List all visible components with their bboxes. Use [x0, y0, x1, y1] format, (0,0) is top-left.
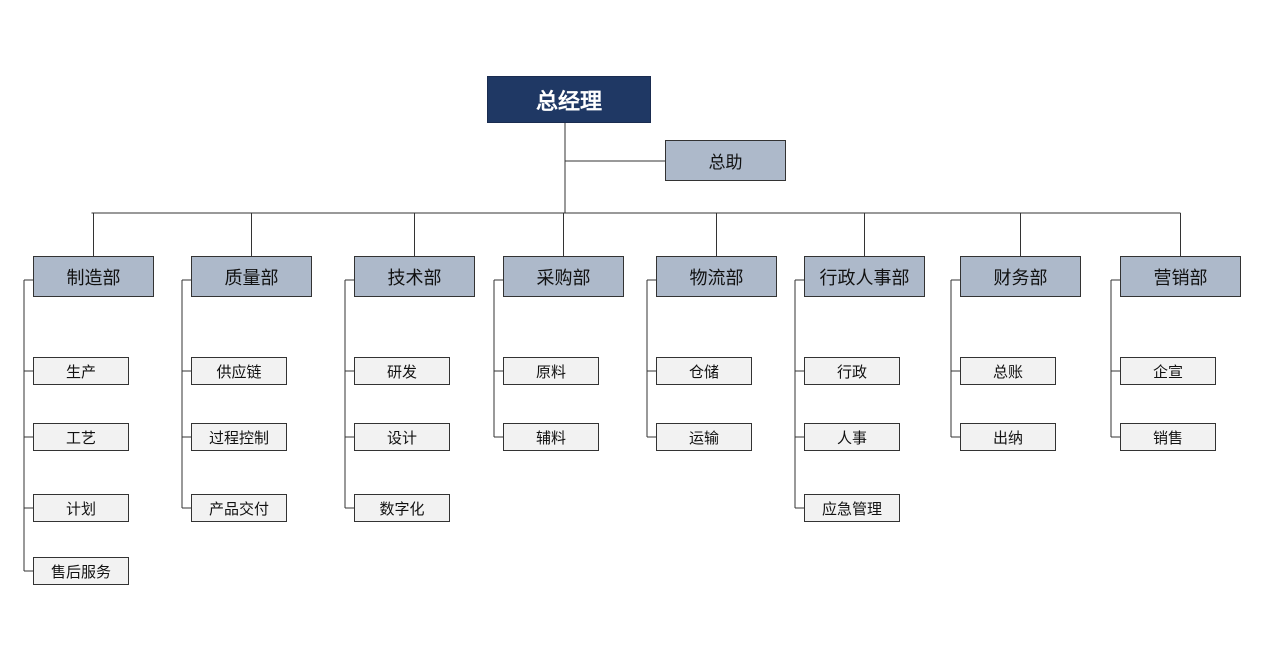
sub-unit-box: 应急管理 [804, 494, 900, 522]
sub-unit-box: 过程控制 [191, 423, 287, 451]
sub-unit-box: 仓储 [656, 357, 752, 385]
sub-unit-box: 研发 [354, 357, 450, 385]
sub-unit-box: 总账 [960, 357, 1056, 385]
sub-unit-box: 设计 [354, 423, 450, 451]
department-box: 财务部 [960, 256, 1081, 297]
sub-unit-box: 数字化 [354, 494, 450, 522]
sub-unit-box: 辅料 [503, 423, 599, 451]
department-box: 行政人事部 [804, 256, 925, 297]
sub-unit-box: 人事 [804, 423, 900, 451]
sub-unit-box: 销售 [1120, 423, 1216, 451]
sub-unit-box: 生产 [33, 357, 129, 385]
sub-unit-box: 工艺 [33, 423, 129, 451]
sub-unit-box: 售后服务 [33, 557, 129, 585]
sub-unit-box: 原料 [503, 357, 599, 385]
department-box: 营销部 [1120, 256, 1241, 297]
assistant-box: 总助 [665, 140, 786, 181]
department-box: 采购部 [503, 256, 624, 297]
department-box: 技术部 [354, 256, 475, 297]
department-box: 物流部 [656, 256, 777, 297]
department-box: 质量部 [191, 256, 312, 297]
sub-unit-box: 行政 [804, 357, 900, 385]
sub-unit-box: 产品交付 [191, 494, 287, 522]
sub-unit-box: 企宣 [1120, 357, 1216, 385]
department-box: 制造部 [33, 256, 154, 297]
ceo-box: 总经理 [487, 76, 651, 123]
sub-unit-box: 计划 [33, 494, 129, 522]
sub-unit-box: 运输 [656, 423, 752, 451]
sub-unit-box: 出纳 [960, 423, 1056, 451]
sub-unit-box: 供应链 [191, 357, 287, 385]
